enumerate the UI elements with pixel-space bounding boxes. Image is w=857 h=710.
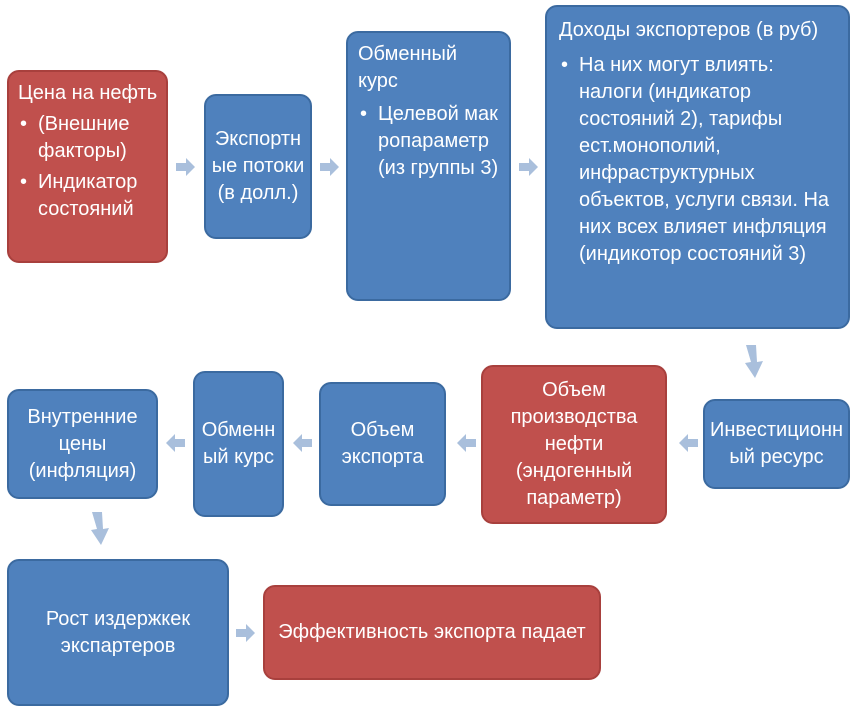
arrow-left-icon (293, 434, 312, 452)
investment-resource-box: Инвестиционный ресурс (703, 399, 850, 489)
arrow-left-icon (166, 434, 185, 452)
arrow-right-icon (519, 158, 538, 176)
export-volume-text: Объем экспорта (341, 419, 424, 468)
exchange-rate-mid-box: Обменный курс (193, 371, 284, 517)
arrow-right-icon (320, 158, 339, 176)
efficiency-falls-box: Эффективность экспорта падает (263, 585, 601, 680)
bullet-icon: • (20, 171, 28, 193)
domestic-prices-text: Внутренние цены (инфляция) (27, 405, 138, 482)
arrow-left-icon (457, 434, 476, 452)
oil-price-bullet-text-2: Индикатор состояний (38, 171, 138, 220)
bullet-icon: • (20, 113, 28, 135)
oil-production-box: Объем производства нефти (эндогенный пар… (481, 365, 667, 524)
cost-growth-box: Рост издержкек экспартеров (7, 559, 229, 706)
oil-price-bullet-2: • Индикатор состояний (18, 169, 160, 223)
oil-price-bullet-1: • (Внешние факторы) (18, 111, 160, 165)
arrow-down-icon (745, 345, 763, 378)
export-flows-text: Экспортные потоки (в долл.) (211, 128, 305, 204)
exchange-rate-top-bullet: • Целевой макропараметр (из группы 3) (358, 101, 501, 182)
arrow-down-icon (91, 512, 109, 545)
oil-price-bullet-text-1: (Внешние факторы) (38, 113, 130, 162)
export-flows-box: Экспортные потоки (в долл.) (204, 94, 312, 239)
arrow-right-icon (176, 158, 195, 176)
exporter-income-bullet-text: На них могут влиять: налоги (индикатор с… (579, 54, 830, 265)
oil-price-box: Цена на нефть • (Внешние факторы) • Инди… (7, 70, 168, 263)
efficiency-falls-text: Эффективность экспорта падает (278, 621, 586, 643)
oil-price-title: Цена на нефть (18, 82, 158, 104)
exporter-income-box: Доходы экспортеров (в руб) • На них могу… (545, 5, 850, 329)
exporter-income-bullet: • На них могут влиять: налоги (индикатор… (559, 52, 836, 268)
oil-production-text: Объем производства нефти (эндогенный пар… (510, 379, 638, 509)
exchange-rate-top-bullet-text: Целевой макропараметр (из группы 3) (378, 103, 499, 179)
exchange-rate-mid-text: Обменный курс (201, 419, 276, 468)
export-volume-box: Объем экспорта (319, 382, 446, 506)
bullet-icon: • (360, 103, 368, 125)
cost-growth-text: Рост издержкек экспартеров (45, 607, 191, 657)
exchange-rate-top-title: Обменный курс (358, 43, 458, 92)
investment-resource-text: Инвестиционный ресурс (709, 419, 844, 468)
arrow-left-icon (679, 434, 698, 452)
arrow-right-icon (236, 624, 255, 642)
exchange-rate-top-box: Обменный курс • Целевой макропараметр (и… (346, 31, 511, 301)
domestic-prices-box: Внутренние цены (инфляция) (7, 389, 158, 499)
exporter-income-title: Доходы экспортеров (в руб) (559, 19, 819, 41)
bullet-icon: • (561, 54, 569, 76)
